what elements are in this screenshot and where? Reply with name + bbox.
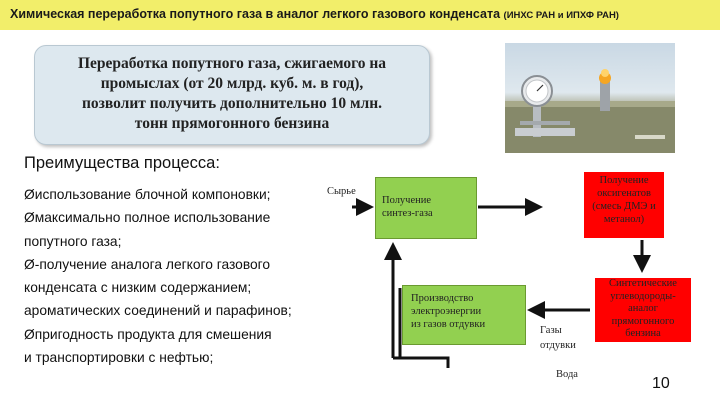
callout-line: Переработка попутного газа, сжигаемого н… (77, 55, 387, 72)
power-generation-box: Производство электроэнергии из газов отд… (402, 285, 526, 345)
advantages-list: Øиспользование блочной компоновки; Øмакс… (24, 183, 329, 369)
advantage-item: и транспортировки с нефтью; (24, 350, 214, 366)
advantage-item: ароматических соединений и парафинов; (24, 303, 292, 319)
advantage-item: попутного газа; (24, 233, 122, 249)
gasoline-line: прямогонного (611, 315, 675, 327)
slide-number: 10 (652, 375, 670, 392)
syngas-line: Получение (382, 195, 432, 206)
oxygenates-line: метанол) (603, 214, 645, 225)
offgas-line: отдувки (540, 340, 576, 351)
callout-box: Переработка попутного газа, сжигаемого н… (34, 45, 430, 145)
advantage-item: Øиспользование блочной компоновки; (24, 187, 271, 202)
callout-line: позволит получить дополнительно 10 млн. (81, 95, 383, 112)
slide-title-main: Химическая переработка попутного газа в … (10, 7, 501, 21)
gasoline-line: углеводороды- (610, 290, 676, 302)
callout-line: тонн прямогонного бензина (134, 115, 330, 132)
oxygenates-line: Получение (599, 175, 649, 186)
advantage-item: Øмаксимально полное использование (24, 210, 271, 226)
water-label: Вода (556, 369, 578, 380)
gas-flare-illustration (505, 69, 675, 153)
oxygenates-line: (смесь ДМЭ и (592, 201, 656, 212)
advantages-heading: Преимущества процесса: (24, 154, 220, 172)
advantage-item: конденсата с низким содержанием; (24, 280, 252, 296)
gasoline-line: Синтетические (609, 278, 677, 289)
oxygenates-box: Получение оксигенатов (смесь ДМЭ и метан… (584, 172, 664, 238)
slide-title: Химическая переработка попутного газа в … (10, 7, 619, 21)
callout-line: промыслах (от 20 млрд. куб. м. в год), (100, 75, 364, 92)
power-line: электроэнергии (411, 306, 482, 317)
title-bar: Химическая переработка попутного газа в … (0, 0, 720, 30)
gas-flare-photo (505, 43, 675, 153)
syngas-line: синтез-газа (382, 208, 433, 219)
slide-title-suffix: (ИНХС РАН и ИПХФ РАН) (503, 10, 619, 21)
offgas-label: Газы отдувки (540, 323, 576, 353)
gasoline-line: бензина (625, 328, 661, 339)
offgas-line: Газы (540, 325, 562, 336)
syngas-box: Получение синтез-газа (375, 177, 477, 239)
advantage-item: Ø-получение аналога легкого газового (24, 256, 271, 272)
gasoline-analog-box: Синтетические углеводороды- аналог прямо… (595, 278, 691, 342)
power-line: Производство (411, 293, 474, 304)
raw-material-label: Сырье (327, 186, 356, 197)
advantage-item: Øпригодность продукта для смешения (24, 326, 272, 342)
callout-text: Переработка попутного газа, сжигаемого н… (35, 54, 429, 134)
gasoline-line: аналог (628, 303, 658, 314)
oxygenates-line: оксигенатов (597, 188, 651, 199)
power-line: из газов отдувки (411, 319, 486, 330)
